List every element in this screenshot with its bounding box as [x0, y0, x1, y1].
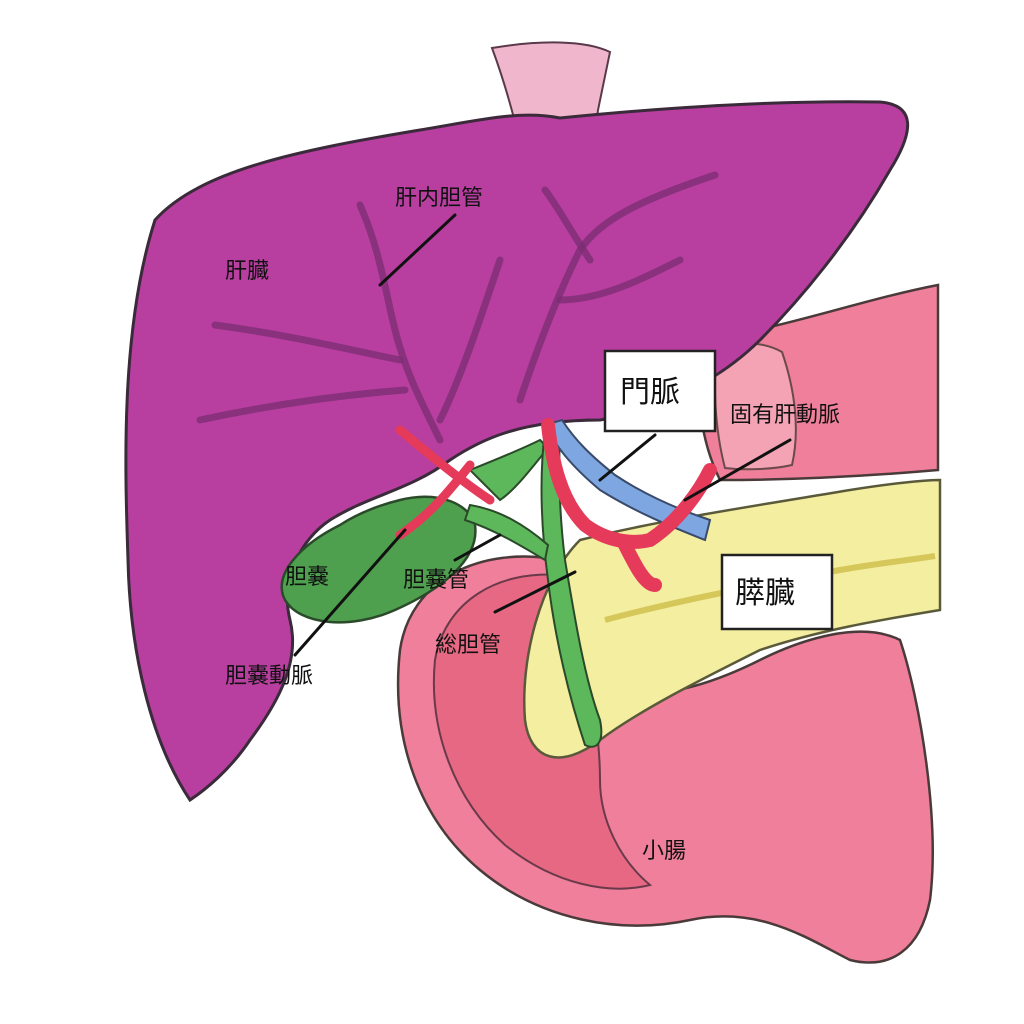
label-small-intestine: 小腸 — [642, 839, 686, 864]
label-pancreas: 膵臓 — [735, 576, 795, 611]
intrahepatic-branches — [196, 171, 719, 444]
label-box-portal-vein — [603, 349, 717, 433]
intestine-upper-band — [713, 342, 797, 471]
label-box-pancreas — [720, 553, 834, 631]
leader-proper-hepatic-artery — [683, 438, 792, 502]
leader-common-bile-duct — [493, 570, 577, 614]
label-cystic-duct: 胆嚢管 — [403, 568, 469, 593]
label-cystic-artery: 胆嚢動脈 — [225, 664, 313, 689]
portal-vein — [543, 418, 712, 542]
leader-portal-vein — [598, 433, 657, 482]
label-portal-vein: 門脈 — [620, 375, 680, 410]
leader-intrahepatic — [378, 213, 457, 287]
label-proper-hepatic-artery: 固有肝動脈 — [730, 403, 840, 428]
leader-cystic-duct — [453, 533, 502, 562]
hepatic-arteries — [395, 418, 717, 592]
leader-cystic-artery — [293, 528, 407, 657]
label-common-bile-duct: 総胆管 — [435, 633, 501, 658]
bile-ducts — [463, 428, 603, 748]
label-gallbladder: 胆嚢 — [285, 565, 329, 590]
label-intrahepatic-bile-duct: 肝内胆管 — [395, 186, 483, 211]
label-liver: 肝臓 — [225, 259, 269, 284]
